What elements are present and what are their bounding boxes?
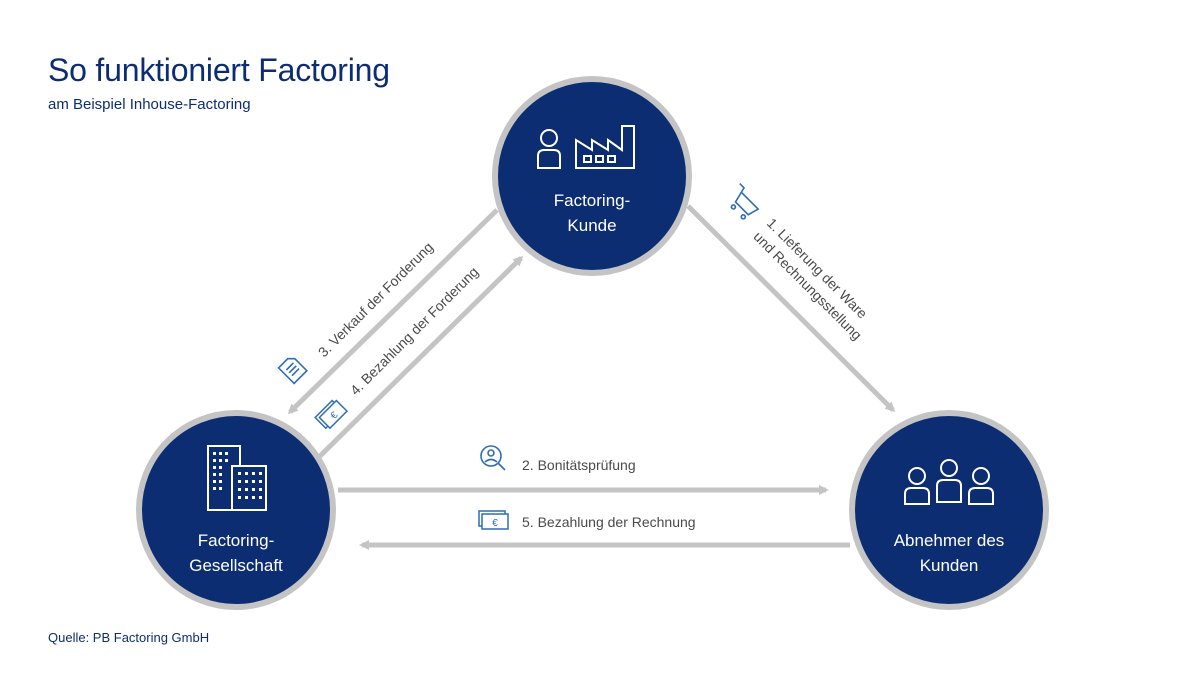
office-buildings-icon (207, 445, 267, 511)
node-label-line1: Factoring- (198, 531, 275, 550)
node-label-line1: Abnehmer des (894, 531, 1005, 550)
person-icon (537, 129, 561, 169)
shopping-cart-icon (730, 183, 760, 220)
step5-label: 5. Bezahlung der Rechnung (522, 514, 696, 530)
svg-text:€: € (492, 518, 498, 529)
flow-arrows (287, 204, 896, 550)
page-title: So funktioniert Factoring (48, 52, 390, 88)
step3-label: 3. Verkauf der Forderung (315, 239, 436, 360)
node-abnehmer: Abnehmer des Kunden (849, 410, 1049, 610)
step4: € 4. Bezahlung der Forderung (314, 264, 482, 430)
node-label-line2: Kunde (567, 216, 616, 235)
euro-banknotes-icon: € (314, 399, 349, 430)
euro-banknotes-icon: € (478, 510, 509, 530)
arrow-step4 (316, 255, 524, 460)
page-subtitle: am Beispiel Inhouse-Factoring (48, 96, 251, 113)
arrow-step1 (686, 204, 896, 413)
document-icon (277, 357, 308, 385)
node-label-line2: Gesellschaft (189, 556, 283, 575)
node-label-line2: Kunden (920, 556, 979, 575)
factory-icon (575, 125, 635, 169)
group-of-people-icon (904, 459, 994, 505)
step4-label: 4. Bezahlung der Forderung (347, 264, 482, 399)
source-note: Quelle: PB Factoring GmbH (48, 630, 210, 645)
step5: € 5. Bezahlung der Rechnung (478, 510, 696, 530)
node-label-line1: Factoring- (554, 191, 631, 210)
node-factoring-gesellschaft: Factoring- Gesellschaft (136, 410, 336, 610)
magnifier-person-icon (480, 445, 506, 471)
step2-label: 2. Bonitätsprüfung (522, 457, 636, 473)
arrow-step3 (287, 208, 499, 415)
node-factoring-kunde: Factoring- Kunde (492, 76, 692, 276)
step2: 2. Bonitätsprüfung (480, 445, 636, 473)
